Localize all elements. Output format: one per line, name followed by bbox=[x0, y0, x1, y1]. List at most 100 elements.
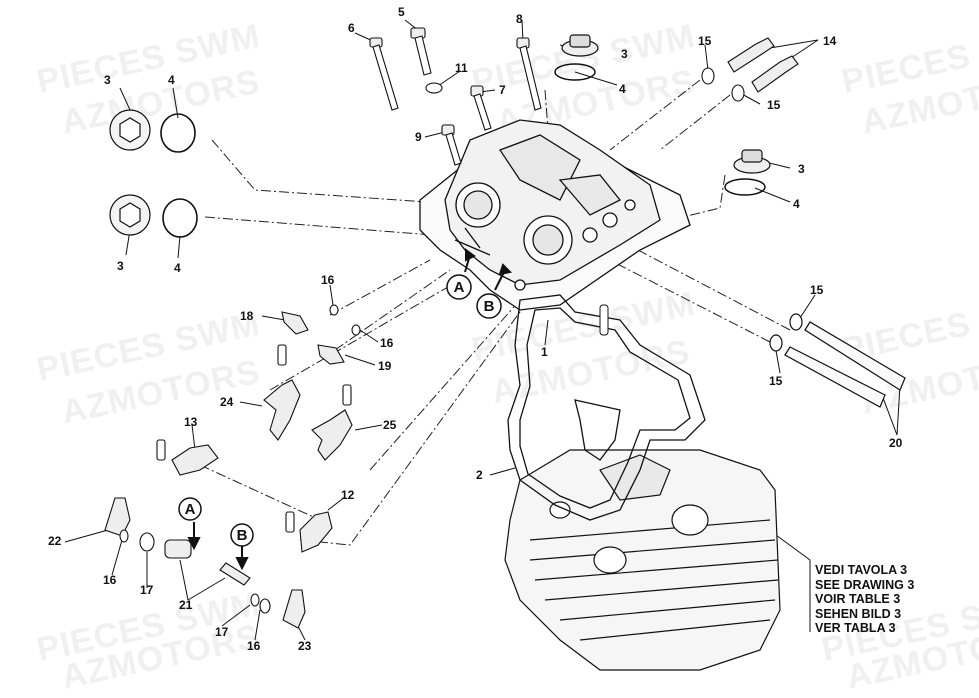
cylinder-head bbox=[504, 449, 781, 671]
bolt-7 bbox=[470, 85, 492, 131]
inspection-cap-left-upper bbox=[109, 109, 151, 151]
callout-15-lower-upper: 15 bbox=[810, 283, 824, 297]
washer-16-upper bbox=[329, 304, 339, 316]
callout-23: 23 bbox=[298, 639, 312, 653]
bottom-left-shafts bbox=[104, 497, 306, 629]
adjust-screw-13 bbox=[156, 439, 166, 461]
note-line-de: SEHEN BILD 3 bbox=[815, 606, 902, 621]
alignment-line-left-upper bbox=[211, 139, 471, 206]
washer-15-upper bbox=[701, 67, 715, 85]
callout-25: 25 bbox=[383, 418, 397, 432]
alignment-line-left-lower bbox=[204, 216, 446, 237]
callout-4-left-lower: 4 bbox=[174, 261, 181, 275]
pushrods bbox=[769, 313, 906, 408]
inspection-cap-right bbox=[733, 149, 771, 174]
marker-a-upper: A bbox=[454, 279, 465, 296]
marker-a-lower: A bbox=[185, 501, 196, 518]
washer-17-right bbox=[250, 593, 260, 607]
callout-13: 13 bbox=[184, 415, 198, 429]
callout-16-bottom-left: 16 bbox=[103, 573, 117, 587]
rocker-shaft-23 bbox=[282, 589, 306, 629]
marker-arrows bbox=[187, 248, 513, 571]
o-ring-left-upper bbox=[160, 113, 196, 153]
exploded-parts-diagram: A B A B bbox=[64, 19, 906, 671]
rocker-shaft-18 bbox=[281, 311, 309, 335]
o-ring-top bbox=[554, 63, 596, 81]
adjust-screw-12 bbox=[285, 511, 295, 533]
o-ring-left-lower bbox=[162, 198, 198, 238]
o-ring-right bbox=[724, 178, 766, 196]
rocker-parts bbox=[156, 304, 361, 553]
callout-4-right: 4 bbox=[793, 197, 800, 211]
callout-7: 7 bbox=[499, 83, 506, 97]
callout-5: 5 bbox=[398, 5, 405, 19]
callout-14: 14 bbox=[823, 34, 837, 48]
plug-14-lower bbox=[751, 55, 799, 93]
dowel-pin bbox=[599, 304, 609, 336]
shaft-21-a bbox=[164, 539, 192, 559]
alignment-lines bbox=[199, 79, 791, 546]
note-line-es: VER TABLA 3 bbox=[815, 621, 896, 635]
callout-15-top: 15 bbox=[698, 34, 712, 48]
marker-a-lower-circle bbox=[178, 497, 202, 521]
callout-19: 19 bbox=[378, 359, 392, 373]
note-line-fr: VOIR TABLE 3 bbox=[815, 592, 901, 606]
callout-22: 22 bbox=[48, 534, 62, 548]
alignment-line-rocker-19 bbox=[334, 269, 451, 351]
callout-3-top: 3 bbox=[621, 47, 628, 61]
washer-16-bottom-left bbox=[119, 529, 129, 543]
callout-24: 24 bbox=[220, 395, 234, 409]
washer-16-mid bbox=[351, 324, 361, 336]
rocker-arm-12 bbox=[299, 511, 333, 553]
leader-lines bbox=[64, 19, 901, 641]
callout-11: 11 bbox=[455, 61, 468, 75]
marker-b-lower-circle bbox=[230, 523, 254, 547]
callout-9: 9 bbox=[415, 130, 422, 144]
bolt-9 bbox=[441, 124, 462, 166]
washer-16-bottom-right bbox=[259, 598, 271, 614]
callout-20: 20 bbox=[889, 436, 903, 450]
shaft-21-b bbox=[219, 562, 251, 586]
callout-17-left: 17 bbox=[140, 583, 154, 597]
washer-11 bbox=[425, 82, 443, 94]
marker-b-lower: B bbox=[237, 527, 248, 544]
bolt-6 bbox=[369, 37, 399, 111]
alignment-line-right-upper bbox=[659, 94, 731, 151]
callout-21: 21 bbox=[179, 598, 193, 612]
marker-a-upper-circle bbox=[446, 274, 472, 300]
bolt-5 bbox=[410, 27, 432, 76]
alignment-line-rocker-18 bbox=[329, 259, 431, 316]
rocker-shaft-19 bbox=[317, 344, 345, 365]
reference-note: VEDI TAVOLA 3 SEE DRAWING 3 VOIR TABLE 3… bbox=[815, 563, 914, 636]
marker-b-upper-circle bbox=[476, 293, 502, 319]
callout-16-upper: 16 bbox=[321, 273, 335, 287]
note-line-en: SEE DRAWING 3 bbox=[815, 577, 915, 592]
rocker-arm-24 bbox=[263, 379, 301, 441]
washer-15-right-upper bbox=[789, 313, 803, 331]
alignment-line-rocker-12 bbox=[299, 304, 526, 546]
alignment-line-top-right bbox=[609, 79, 701, 151]
callout-1: 1 bbox=[541, 345, 548, 359]
adjust-screw-25 bbox=[342, 384, 352, 406]
alignment-line-rocker-13 bbox=[199, 464, 321, 521]
cylinder-head-cover bbox=[419, 119, 691, 311]
callout-8: 8 bbox=[516, 12, 523, 26]
pushrod-20-lower bbox=[784, 346, 886, 408]
note-line-it: VEDI TAVOLA 3 bbox=[815, 563, 908, 577]
rocker-arm-13 bbox=[171, 444, 219, 476]
callout-15-right: 15 bbox=[767, 98, 781, 112]
callout-3-left-lower: 3 bbox=[117, 259, 124, 273]
head-cover-gasket bbox=[507, 294, 706, 521]
callout-3-right: 3 bbox=[798, 162, 805, 176]
callout-6: 6 bbox=[348, 21, 355, 35]
adjust-screw-24 bbox=[277, 344, 287, 366]
alignment-line-right-bottom bbox=[589, 249, 771, 343]
marker-circles bbox=[178, 274, 502, 547]
bolts bbox=[369, 27, 542, 166]
callout-4-left-upper: 4 bbox=[168, 73, 175, 87]
callout-2: 2 bbox=[476, 468, 483, 482]
callout-12: 12 bbox=[341, 488, 355, 502]
bolt-8 bbox=[516, 37, 542, 111]
callout-17-right: 17 bbox=[215, 625, 229, 639]
rocker-arm-25 bbox=[311, 409, 353, 461]
